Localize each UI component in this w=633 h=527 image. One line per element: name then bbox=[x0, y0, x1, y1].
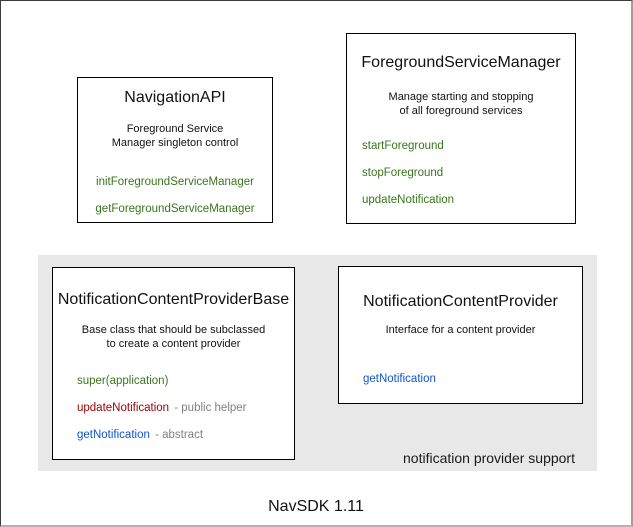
method-label: getForegroundServiceManager bbox=[95, 203, 255, 215]
class-title: NavigationAPI bbox=[124, 89, 226, 106]
method-item: initForegroundServiceManager bbox=[78, 175, 272, 189]
description-line: Foreground Service bbox=[126, 123, 224, 135]
method-list: super(application) updateNotification - … bbox=[53, 374, 294, 442]
description-line: of all foreground services bbox=[399, 104, 523, 117]
method-list: initForegroundServiceManager getForegrou… bbox=[78, 175, 272, 216]
group-label: notification provider support bbox=[403, 450, 575, 466]
method-label: getNotification bbox=[363, 372, 436, 385]
method-item: updateNotification - public helper bbox=[77, 401, 294, 415]
description-line: Base class that should be subclassed bbox=[81, 324, 266, 336]
method-item: super(application) bbox=[77, 374, 294, 388]
class-description: Interface for a content provider bbox=[339, 324, 582, 338]
class-box-notification-content-provider-base: NotificationContentProviderBase Base cla… bbox=[52, 267, 295, 460]
method-label: initForegroundServiceManager bbox=[96, 176, 254, 188]
description-line: Manager singleton control bbox=[111, 136, 239, 149]
class-description: Manage starting and stopping of all fore… bbox=[347, 91, 575, 118]
class-box-foreground-service-manager: ForegroundServiceManager Manage starting… bbox=[346, 33, 576, 224]
method-annotation: - abstract bbox=[155, 429, 204, 441]
method-list: getNotification bbox=[339, 372, 582, 386]
description-line: to create a content provider bbox=[106, 337, 241, 350]
class-description: Base class that should be subclassed to … bbox=[53, 324, 294, 351]
class-box-navigation-api: NavigationAPI Foreground Service Manager… bbox=[77, 77, 273, 223]
method-label: getNotification bbox=[77, 429, 150, 441]
method-item: getForegroundServiceManager bbox=[78, 202, 272, 216]
description-line: Interface for a content provider bbox=[385, 324, 536, 336]
class-box-notification-content-provider: NotificationContentProvider Interface fo… bbox=[338, 266, 583, 404]
method-label: updateNotification bbox=[77, 402, 170, 414]
method-item: getNotification - abstract bbox=[77, 428, 294, 442]
class-title: ForegroundServiceManager bbox=[361, 54, 561, 71]
method-label: updateNotification bbox=[362, 194, 455, 206]
method-label: startForeground bbox=[362, 140, 444, 152]
method-annotation: - public helper bbox=[174, 402, 247, 414]
method-item: getNotification bbox=[363, 372, 582, 386]
method-list: startForeground stopForeground updateNot… bbox=[347, 139, 575, 207]
method-item: startForeground bbox=[362, 139, 575, 153]
method-label: stopForeground bbox=[362, 167, 444, 179]
method-label: super(application) bbox=[77, 375, 169, 387]
class-description: Foreground Service Manager singleton con… bbox=[78, 123, 272, 150]
diagram-caption: NavSDK 1.11 bbox=[268, 498, 364, 515]
description-line: Manage starting and stopping bbox=[388, 91, 534, 103]
method-item: stopForeground bbox=[362, 166, 575, 180]
class-title: NotificationContentProviderBase bbox=[57, 291, 290, 308]
class-title: NotificationContentProvider bbox=[363, 293, 558, 310]
method-item: updateNotification bbox=[362, 193, 575, 207]
